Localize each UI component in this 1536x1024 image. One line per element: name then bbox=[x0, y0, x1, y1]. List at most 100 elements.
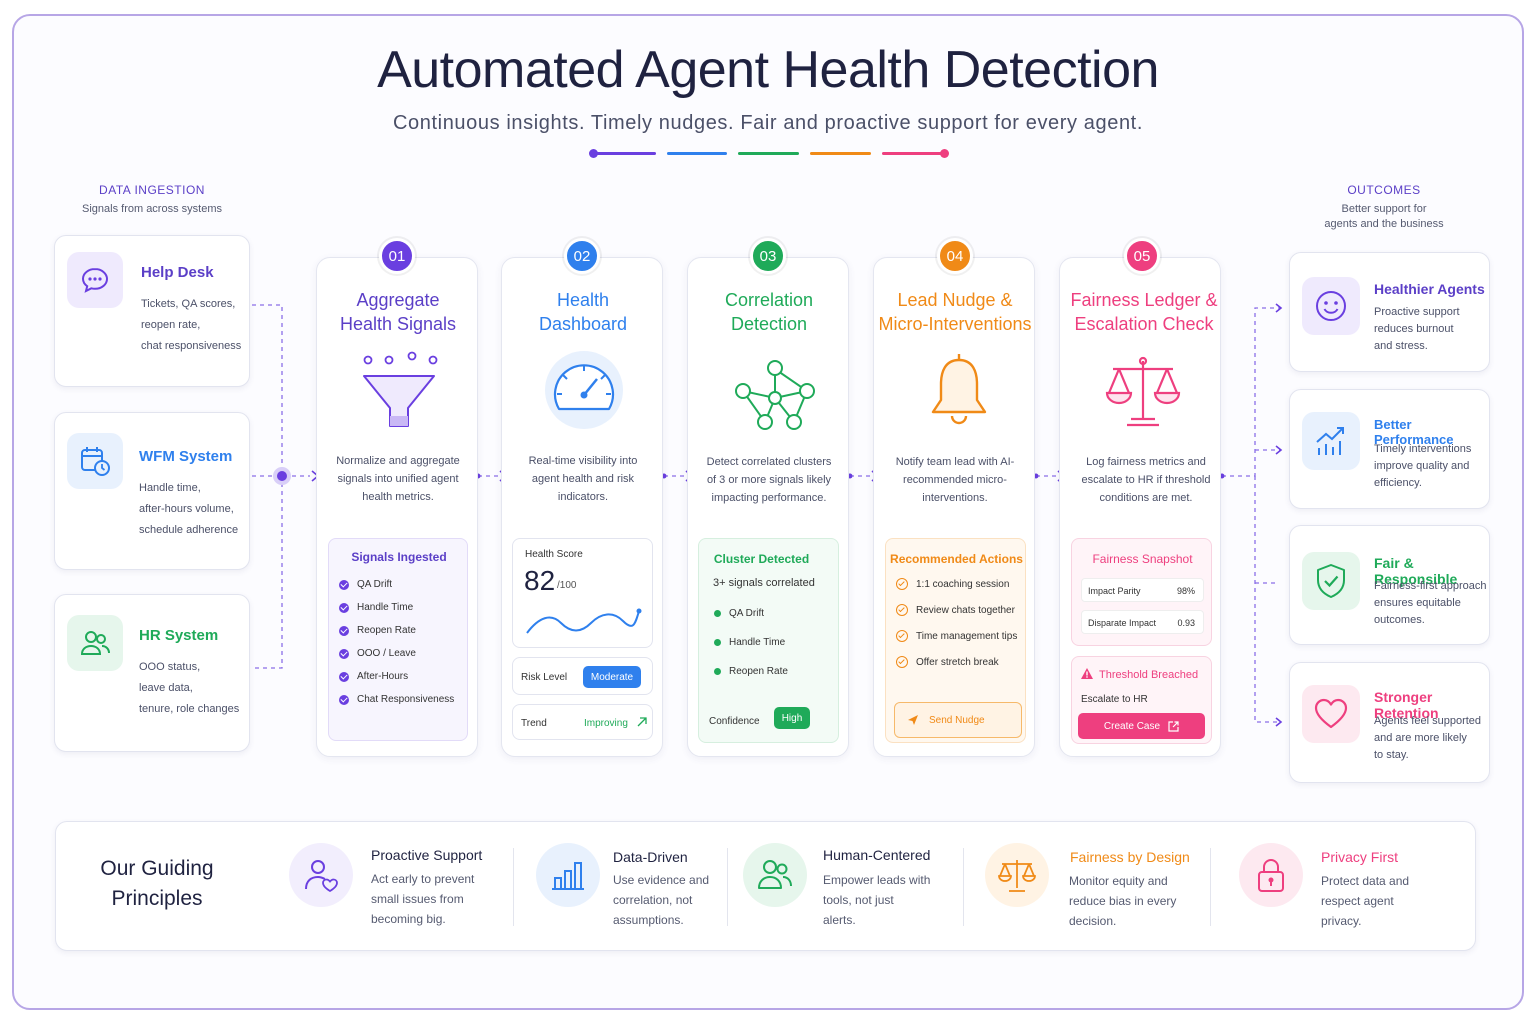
divider bbox=[963, 848, 964, 926]
step-badge: 02 bbox=[564, 238, 600, 274]
colorbar-pink bbox=[882, 152, 944, 155]
principle-title: Data-Driven bbox=[613, 849, 688, 865]
warning-icon bbox=[1081, 668, 1093, 679]
colorbar-orange bbox=[810, 152, 871, 155]
actions-panel: Recommended Actions 1:1 coaching session… bbox=[885, 538, 1026, 743]
scales-icon bbox=[985, 843, 1049, 907]
check-icon bbox=[339, 671, 349, 682]
step-title: Lead Nudge &Micro-Interventions bbox=[878, 290, 1032, 334]
list-item: After-Hours bbox=[339, 671, 454, 682]
alert-panel: Threshold Breached Escalate to HR Create… bbox=[1071, 656, 1212, 744]
funnel-icon bbox=[360, 350, 438, 437]
step-title: Fairness Ledger &Escalation Check bbox=[1070, 290, 1218, 334]
step-badge: 01 bbox=[379, 238, 415, 274]
send-nudge-button[interactable]: Send Nudge bbox=[894, 702, 1022, 738]
ingestion-heading: DATA INGESTION bbox=[99, 183, 205, 197]
step-badge: 05 bbox=[1124, 238, 1160, 274]
shield-check-icon bbox=[1302, 552, 1360, 610]
colorbar-purple bbox=[594, 152, 656, 155]
colorbar-green bbox=[738, 152, 799, 155]
network-icon bbox=[734, 358, 816, 437]
list-item: Time management tips bbox=[896, 630, 1017, 642]
colorbar-blue bbox=[667, 152, 727, 155]
smile-icon bbox=[1302, 277, 1360, 335]
check-icon bbox=[339, 648, 349, 659]
list-item: Reopen Rate bbox=[714, 666, 788, 677]
chat-bubble-icon bbox=[67, 252, 123, 308]
source-card-help-desk: Help Desk Tickets, QA scores,reopen rate… bbox=[54, 235, 250, 387]
list-item: Handle Time bbox=[339, 602, 454, 613]
confidence-badge: High bbox=[774, 707, 810, 729]
principle-title: Proactive Support bbox=[371, 847, 483, 863]
list-item: OOO / Leave bbox=[339, 648, 454, 659]
fairness-panel: Fairness Snapshot Impact Parity 98% Disp… bbox=[1071, 538, 1212, 646]
outcome-title: Better Performance bbox=[1374, 417, 1454, 447]
panel-title: Fairness Snapshot bbox=[1092, 552, 1193, 566]
check-icon bbox=[339, 579, 349, 590]
list-item: QA Drift bbox=[339, 579, 454, 590]
step-card-fairness: Fairness Ledger &Escalation Check Log fa… bbox=[1059, 257, 1221, 757]
button-label: Send Nudge bbox=[929, 714, 985, 726]
trend-row: Trend Improving bbox=[512, 704, 653, 740]
divider bbox=[513, 848, 514, 926]
person-heart-icon bbox=[289, 843, 353, 907]
risk-badge: Moderate bbox=[583, 666, 641, 688]
source-card-wfm: WFM System Handle time,after-hours volum… bbox=[54, 412, 250, 570]
principle-title: Human-Centered bbox=[823, 847, 931, 863]
risk-level-row: Risk Level Moderate bbox=[512, 657, 653, 695]
lock-icon bbox=[1239, 843, 1303, 907]
source-title: WFM System bbox=[139, 448, 233, 465]
signals-list: QA Drift Handle Time Reopen Rate OOO / L… bbox=[339, 579, 454, 705]
alert-title: Threshold Breached bbox=[1099, 669, 1199, 681]
confidence-label: Confidence bbox=[709, 716, 760, 727]
outcome-title: Stronger Retention bbox=[1374, 689, 1439, 721]
check-icon bbox=[339, 625, 349, 636]
panel-subtitle: 3+ signals correlated bbox=[713, 577, 815, 589]
list-item: Chat Responsiveness bbox=[339, 694, 454, 705]
people-icon bbox=[67, 615, 123, 671]
health-score-value: 82 bbox=[524, 565, 556, 596]
page-subtitle: Continuous insights. Timely nudges. Fair… bbox=[393, 112, 1143, 134]
people-icon bbox=[743, 843, 807, 907]
source-title: HR System bbox=[139, 627, 219, 644]
list-item: QA Drift bbox=[714, 608, 788, 619]
metric-row: Disparate Impact 0.93 bbox=[1081, 610, 1204, 634]
create-case-button[interactable]: Create Case bbox=[1078, 713, 1205, 739]
ingestion-subheading: Signals from across systems bbox=[82, 203, 222, 215]
trend-line bbox=[526, 608, 642, 634]
score-max: /100 bbox=[557, 580, 577, 591]
source-desc: Handle time,after-hours volume,schedule … bbox=[139, 482, 239, 536]
outcome-title: Healthier Agents bbox=[1374, 281, 1485, 297]
metric-row: Impact Parity 98% bbox=[1081, 578, 1204, 602]
step-desc: Notify team lead with AI-recommended mic… bbox=[895, 456, 1015, 504]
step-badge: 03 bbox=[750, 238, 786, 274]
health-score-panel: Health Score 82 /100 bbox=[512, 538, 653, 648]
send-icon bbox=[908, 715, 918, 725]
list-item: Handle Time bbox=[714, 637, 788, 648]
trend-label: Trend bbox=[521, 718, 547, 729]
principle-title: Fairness by Design bbox=[1070, 849, 1190, 865]
colorbar-dot-start bbox=[589, 149, 598, 158]
bar-chart-icon bbox=[536, 843, 600, 907]
button-label: Create Case bbox=[1103, 720, 1161, 732]
check-icon bbox=[339, 694, 349, 705]
panel-title: Cluster Detected bbox=[713, 552, 810, 566]
colorbar-dot-end bbox=[940, 149, 949, 158]
step-badge: 04 bbox=[937, 238, 973, 274]
trend-chart-icon bbox=[1302, 412, 1360, 470]
